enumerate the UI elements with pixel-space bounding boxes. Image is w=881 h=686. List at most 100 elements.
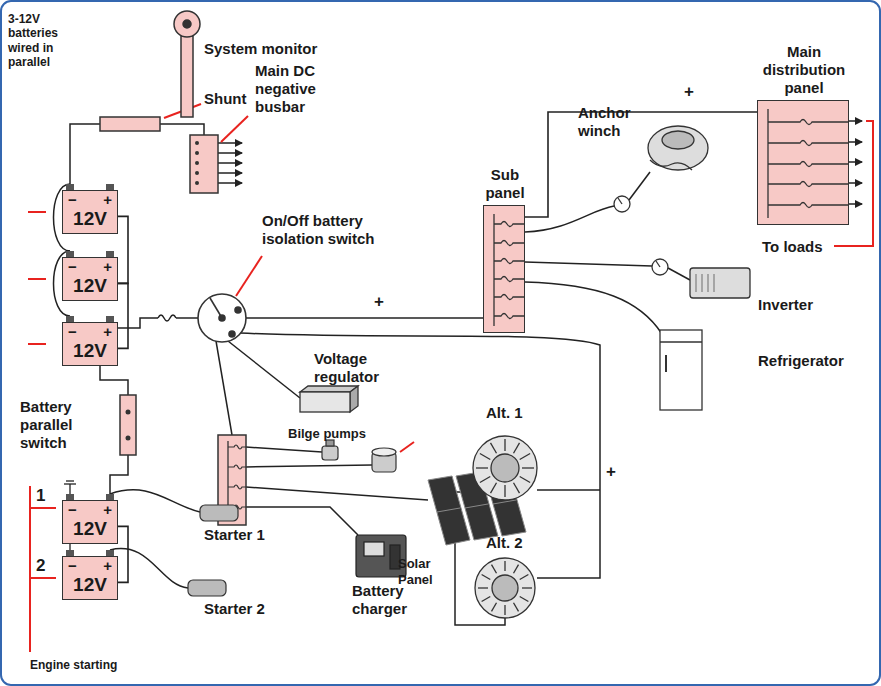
fuse-symbol (768, 109, 849, 218)
ground-symbol-part (66, 480, 74, 481)
voltage-regulator (300, 386, 358, 412)
callout-label: Shunt (204, 90, 254, 108)
circuit-breaker (614, 196, 668, 275)
isolation-switch-part (235, 307, 241, 313)
negative-busbar-part (195, 141, 199, 145)
terminal-sign: − (68, 192, 77, 209)
bilge-pump (322, 440, 396, 472)
alternator-part-part (514, 443, 520, 453)
callout-label: Starter 1 (204, 526, 284, 544)
ground-symbol-part (64, 483, 76, 484)
alternator-part-part (491, 443, 497, 453)
voltage-regulator-part (300, 386, 358, 392)
wire-part (629, 172, 650, 200)
ground-symbol-part (69, 484, 70, 494)
callout-label: Alt. 1 (486, 404, 546, 422)
voltage-text: 12V (63, 209, 117, 230)
terminal-sign: − (68, 324, 77, 341)
voltage-text: 12V (63, 276, 117, 297)
system-monitor-part (183, 20, 191, 28)
leader-line-part (400, 442, 414, 452)
wire-part (668, 268, 690, 280)
alternator-part (476, 439, 534, 615)
wire-part (246, 447, 322, 452)
alternator-part-part (514, 483, 520, 493)
fuse-panel: Sub panel (483, 205, 525, 333)
voltage-text: 12V (63, 519, 117, 540)
wire-connector (118, 283, 128, 348)
alternator-part-part (520, 477, 530, 483)
callout-label: Anchor winch (578, 104, 642, 140)
parallel-switch (120, 395, 136, 455)
leader-line-part (29, 486, 31, 652)
fuse-symbol (494, 214, 525, 326)
panel-heading: Sub panel (470, 166, 540, 202)
battery-box: −+12V (62, 322, 118, 366)
refrigerator-part (660, 330, 702, 410)
callout-label: Main DC negative busbar (255, 62, 355, 116)
leader-line-part (28, 211, 46, 213)
solar-panel-part (437, 500, 516, 512)
alternator-part-part (514, 603, 519, 612)
parallel-switch-part (126, 436, 131, 441)
terminal-sign: − (68, 259, 77, 276)
callout-label: + (606, 462, 620, 482)
negative-busbar-part (195, 151, 199, 155)
callout-label: Battery charger (352, 582, 432, 618)
wire-part (246, 487, 428, 500)
isolation-switch (198, 294, 246, 342)
output-arrow-part (849, 203, 862, 205)
alternator-part-part (482, 575, 491, 580)
isolation-switch-part (229, 331, 235, 337)
callout-label: 1 (36, 486, 50, 506)
negative-busbar-part (195, 181, 199, 185)
panel-heading: Main distribution panel (749, 43, 859, 97)
anchor-winch-part (650, 160, 692, 170)
anchor-winch-part (662, 131, 694, 149)
callout-label: To loads (762, 238, 832, 256)
leader-line-part (28, 278, 46, 280)
callout-label: Alt. 2 (486, 534, 546, 552)
alternator-part-part (504, 439, 505, 451)
refrigerator-part (660, 341, 702, 342)
output-arrow-part (849, 161, 862, 163)
refrigerator (660, 330, 702, 410)
callout-label: System monitor (204, 40, 344, 58)
alternator-part-part (522, 467, 534, 468)
inverter-part (690, 268, 750, 298)
voltage-text: 12V (63, 575, 117, 596)
wire-connector (118, 216, 128, 283)
wire-part (246, 465, 372, 467)
lower-busbar-part (227, 441, 228, 515)
leader-line-part (236, 256, 262, 296)
alternator-part-part (520, 575, 529, 580)
alternator-part-part (514, 565, 519, 574)
voltage-regulator-part (350, 386, 358, 412)
fuse-symbols (484, 206, 526, 334)
wire-part (525, 282, 662, 334)
circuit-breaker-part (652, 259, 668, 275)
alternator-part-part (522, 587, 532, 588)
wire-part (525, 206, 614, 232)
leader-line-part (221, 116, 248, 142)
system-monitor-part (181, 36, 193, 117)
wire-connector (118, 526, 128, 582)
anchor-winch-part (648, 126, 708, 170)
callout-label: Refrigerator (758, 352, 858, 370)
inverter (690, 268, 750, 298)
terminal-sign: + (103, 259, 112, 276)
negative-busbar-part (195, 161, 199, 165)
alternator-part (491, 454, 519, 482)
alternator (473, 436, 537, 618)
terminal-sign: + (103, 558, 112, 575)
anchor-winch (648, 126, 708, 170)
terminal-sign: + (103, 324, 112, 341)
bilge-pump-part (372, 448, 396, 456)
wire-part (537, 489, 600, 491)
isolation-switch-part (198, 294, 246, 342)
alternator-part-part (478, 587, 488, 588)
wire-part (525, 262, 652, 266)
